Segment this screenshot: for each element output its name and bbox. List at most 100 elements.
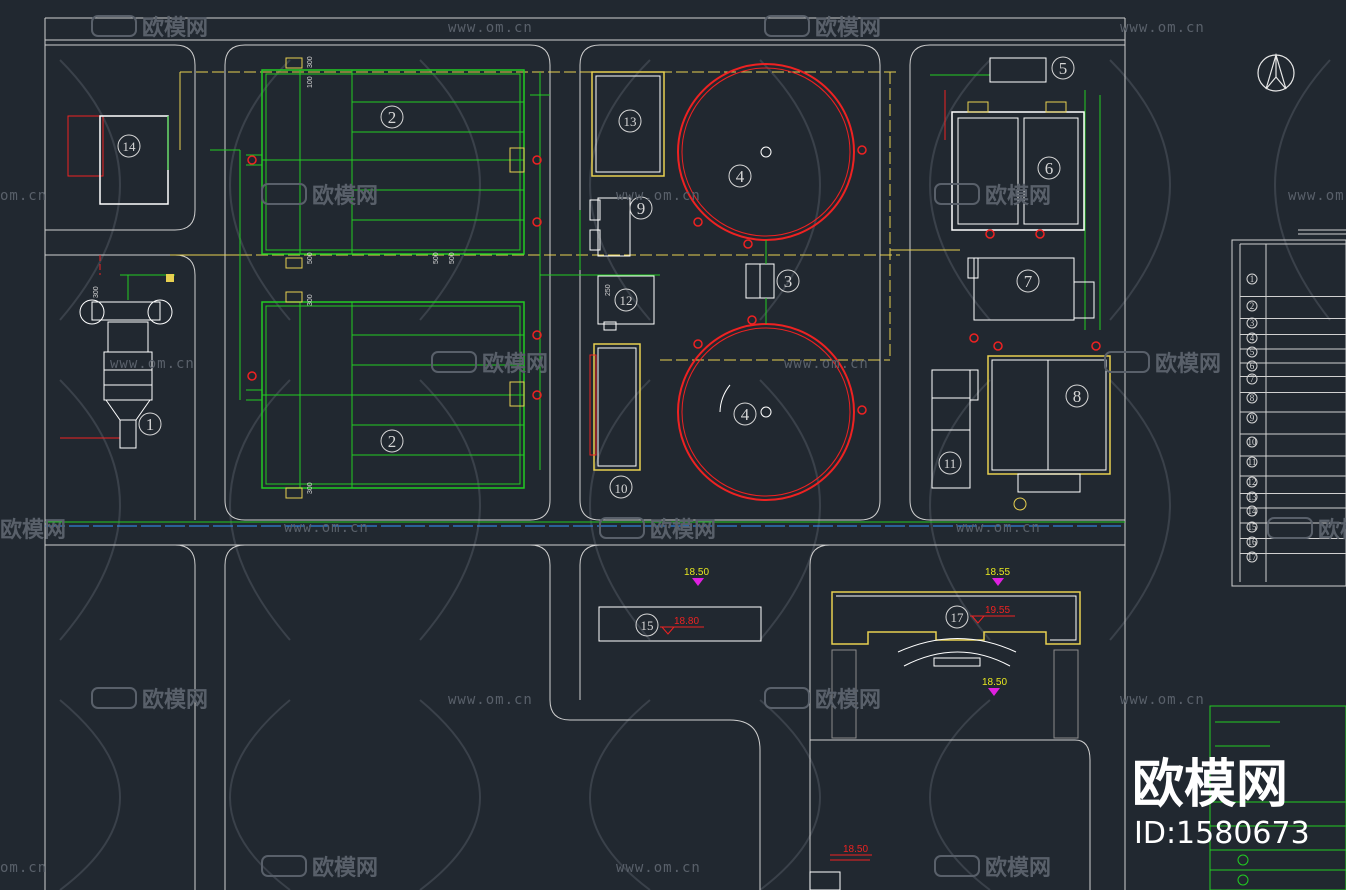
- dimension-label: 500: [449, 252, 456, 264]
- main-pipelines: [45, 71, 1125, 527]
- dimension-label: 300: [307, 482, 314, 494]
- legend-row-marker: [1246, 346, 1258, 358]
- structure-11: [931, 369, 979, 489]
- svg-text:7: 7: [1024, 272, 1033, 291]
- legend-row-number: 15: [1248, 522, 1258, 532]
- watermark: 欧模网: [0, 517, 66, 543]
- legend-row-number: 6: [1250, 361, 1255, 371]
- dimension-label: 100: [307, 76, 314, 88]
- legend-row-number: 13: [1248, 492, 1258, 502]
- svg-text:欧模网: 欧模网: [1132, 755, 1288, 815]
- svg-text:欧模网: 欧模网: [0, 517, 66, 543]
- legend-row-marker: [1246, 456, 1258, 468]
- svg-text:4: 4: [736, 167, 745, 186]
- structure-label: 2: [380, 105, 404, 129]
- elevation-marker: 18.55: [985, 567, 1010, 586]
- legend-row-number: 14: [1248, 506, 1258, 516]
- svg-text:欧模网: 欧模网: [985, 855, 1051, 881]
- legend-row-marker: [1246, 412, 1258, 424]
- watermark: 欧模网: [764, 687, 881, 713]
- structure-label: 11: [938, 451, 962, 475]
- svg-text:4: 4: [741, 405, 750, 424]
- svg-text:18.80: 18.80: [674, 616, 699, 627]
- svg-text:14: 14: [123, 139, 137, 154]
- svg-text:欧模网: 欧模网: [1318, 517, 1346, 543]
- legend-row-number: 7: [1250, 374, 1255, 384]
- legend-row-number: 1: [1250, 274, 1255, 284]
- structure-label: 17: [945, 605, 969, 629]
- svg-text:13: 13: [624, 114, 637, 129]
- structure-6: [951, 101, 1085, 231]
- legend-row-number: 5: [1250, 347, 1255, 357]
- svg-text:12: 12: [620, 293, 633, 308]
- structure-4-upper: [677, 63, 855, 241]
- elevation-marker: 18.50: [684, 567, 709, 586]
- svg-text:9: 9: [637, 199, 646, 218]
- watermark: 欧模网: [599, 517, 716, 543]
- structure-labels: 1 2 2 3 4 4 5 6 7 8 9 10 11 12 13 14 15 …: [117, 56, 1089, 637]
- structure-label: 5: [1051, 56, 1075, 80]
- svg-text:11: 11: [944, 456, 957, 471]
- svg-text:om.cn: om.cn: [0, 188, 47, 204]
- structure-3: [745, 240, 775, 324]
- svg-text:ID:1580673: ID:1580673: [1134, 816, 1310, 851]
- legend-row-marker: [1246, 300, 1258, 312]
- svg-text:欧模网: 欧模网: [985, 183, 1051, 209]
- structure-label: 14: [117, 134, 141, 158]
- dimension-label: 250: [605, 284, 612, 296]
- legend-row-marker: [1246, 476, 1258, 488]
- structure-8: [987, 355, 1111, 511]
- legend-row-number: 16: [1248, 537, 1258, 547]
- dimension-label: 300: [93, 286, 100, 298]
- legend-row-marker: [1246, 536, 1258, 548]
- svg-text:6: 6: [1045, 159, 1054, 178]
- watermark: 欧模网: [934, 855, 1051, 881]
- structure-4-lower: [677, 323, 855, 501]
- legend-row-marker: [1246, 360, 1258, 372]
- svg-text:欧模网: 欧模网: [482, 351, 548, 377]
- legend-row-marker: [1246, 373, 1258, 385]
- dimension-labels: 300 100 500 500 500 300 300 300 250 300: [93, 56, 612, 494]
- svg-text:www.om.cn: www.om.cn: [448, 692, 533, 708]
- legend-row-number: 17: [1248, 552, 1258, 562]
- watermarks: 欧模网 欧模网 欧模网 欧模网 欧模网 欧模网 欧模网 欧模网 欧模网 欧模网 …: [0, 15, 1346, 881]
- watermark: 欧模网: [261, 183, 378, 209]
- legend-row-marker: [1246, 332, 1258, 344]
- svg-text:www.om.cn: www.om.cn: [1120, 20, 1205, 36]
- legend-row-number: 2: [1250, 301, 1255, 311]
- legend-row-number: 10: [1248, 437, 1258, 447]
- svg-text:www.om.cn: www.om.cn: [956, 520, 1041, 536]
- legend-row-number: 12: [1248, 477, 1257, 487]
- structure-label: 4: [733, 402, 757, 426]
- structure-2-lower: [246, 291, 525, 499]
- svg-text:欧模网: 欧模网: [815, 15, 881, 41]
- structure-label: 13: [618, 109, 642, 133]
- dimension-label: 500: [433, 252, 440, 264]
- structure-label: 15: [635, 613, 659, 637]
- brand-overlay: 欧模网 ID:1580673: [1132, 755, 1310, 851]
- structure-label: 10: [609, 475, 633, 499]
- legend-row-number: 9: [1250, 413, 1255, 423]
- svg-text:www.om.cn: www.om.cn: [784, 356, 869, 372]
- structure-2-upper: [246, 57, 525, 269]
- watermark: 欧模网: [934, 183, 1051, 209]
- svg-text:3: 3: [784, 272, 793, 291]
- dimension-label: 300: [307, 294, 314, 306]
- valve-markers: [247, 145, 1101, 415]
- structure-label: 7: [1016, 269, 1040, 293]
- structure-15: [598, 606, 762, 642]
- dimension-label: 300: [307, 56, 314, 68]
- structure-label: 9: [629, 196, 653, 220]
- svg-text:欧模网: 欧模网: [1155, 351, 1221, 377]
- watermark: 欧模网: [261, 855, 378, 881]
- svg-text:欧模网: 欧模网: [142, 687, 208, 713]
- elevation-marker: 18.50: [982, 677, 1007, 696]
- structure-label: 4: [728, 164, 752, 188]
- legend-row-marker: [1246, 317, 1258, 329]
- structure-label: 6: [1037, 156, 1061, 180]
- north-arrow-icon: [1257, 52, 1295, 92]
- site-roads: [44, 17, 1126, 890]
- info-table: [1209, 705, 1346, 890]
- structure-10: [589, 343, 641, 471]
